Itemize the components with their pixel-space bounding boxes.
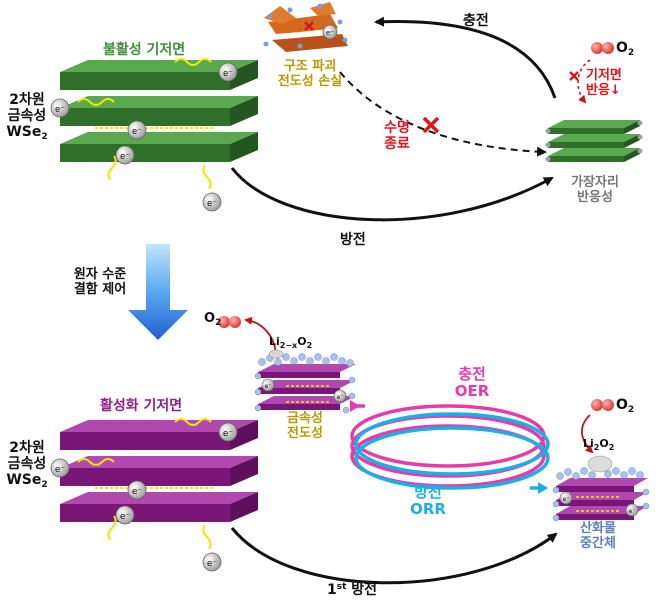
discharge-orr-label: 방전 ORR	[410, 483, 446, 519]
svg-text:e⁻: e⁻	[207, 198, 217, 208]
svg-text:e⁻: e⁻	[207, 559, 218, 569]
svg-text:e⁻: e⁻	[132, 487, 143, 497]
electron-ball: e⁻	[50, 98, 70, 118]
oxide-intermediate-stack: e⁻ e⁻	[552, 455, 650, 522]
oxide-intermediate-label: 산화물 중간체	[580, 521, 616, 551]
electron-ball: e⁻	[115, 145, 135, 165]
charge-arrow	[374, 16, 557, 99]
discharge-label-top: 방전	[340, 232, 366, 248]
o2-molecule-icon	[591, 42, 614, 54]
discharge-orr-loops	[354, 412, 550, 494]
svg-text:e⁻: e⁻	[337, 394, 344, 401]
charge-oer-label: 충전 OER	[454, 365, 490, 401]
first-discharge-arrow	[230, 527, 558, 585]
electron-ball: e⁻	[202, 192, 222, 212]
defect-control-arrow	[128, 244, 188, 340]
structure-collapse-label: 구조 파괴 전도성 손실	[277, 59, 343, 89]
svg-text:e⁻: e⁻	[55, 104, 65, 114]
inactive-basal-plane-label: 불활성 기저면	[103, 42, 186, 58]
wavy-electron-arrow	[107, 155, 117, 181]
discharge-arrow	[230, 167, 554, 222]
electron-ball: e⁻	[202, 552, 222, 572]
o2-label-bottom: O2	[204, 311, 222, 328]
o2-molecule-icon	[591, 399, 614, 411]
electron-ball: e⁻	[50, 458, 70, 478]
svg-text:e⁻: e⁻	[223, 68, 233, 78]
degradation-dashed-arrow	[339, 71, 547, 157]
metallic-conductive-stack: e⁻ e⁻	[254, 349, 356, 414]
wavy-electron-arrow	[77, 98, 115, 106]
svg-text:e⁻: e⁻	[265, 383, 272, 390]
wavy-electron-arrow	[174, 58, 212, 66]
charge-oer-loops	[350, 400, 546, 488]
purple-layer-bottom	[60, 492, 258, 522]
svg-text:e⁻: e⁻	[120, 512, 131, 522]
electron-ball: e⁻	[127, 480, 147, 500]
svg-text:e⁻: e⁻	[132, 126, 142, 136]
o2-molecule-icon	[218, 316, 241, 328]
electron-ball: e⁻	[115, 505, 135, 525]
inactive-wse2-stack	[60, 58, 258, 190]
o2-adsorb-arrow	[581, 414, 594, 454]
active-basal-plane-label: 활성화 기저면	[100, 398, 183, 414]
o2-approach-arrow	[577, 59, 591, 104]
green-layer-bottom	[60, 132, 258, 162]
edge-reactive-stack	[545, 120, 643, 162]
green-layer-top	[60, 60, 258, 90]
material-label-bottom: 2차원 금속성 WSe2	[6, 440, 48, 491]
first-discharge-label: 1st 방전	[327, 582, 378, 598]
edge-reactivity-label: 가장자리 반응성	[571, 175, 619, 205]
lifetime-end-label: 수명 종료	[384, 120, 410, 153]
svg-text:e⁻: e⁻	[120, 151, 130, 161]
purple-layer-top	[60, 420, 258, 450]
material-label-top: 2차원 금속성 WSe2	[6, 92, 48, 143]
svg-text:e⁻: e⁻	[629, 508, 636, 515]
svg-text:e⁻: e⁻	[223, 429, 234, 439]
li2xo2-label: Li2−xO2	[269, 335, 313, 350]
lifetime-end-x-icon	[422, 116, 440, 134]
basal-reaction-label: 기저면 반응↓	[586, 68, 622, 98]
charge-label-top: 충전	[463, 13, 489, 29]
svg-text:e⁻: e⁻	[55, 465, 66, 475]
destroyed-structure-icon: e⁻	[263, 2, 348, 52]
active-wse2-stack	[60, 418, 258, 550]
blocked-x-icon	[569, 71, 579, 81]
wavy-electron-arrow	[202, 164, 212, 190]
electron-ball: e⁻	[218, 422, 238, 442]
electron-ball: e⁻	[127, 120, 147, 140]
li2o2-label: Li2O2	[583, 437, 615, 452]
svg-text:e⁻: e⁻	[563, 496, 570, 503]
defect-control-label: 원자 수준 결함 제어	[73, 267, 127, 297]
metallic-conductivity-label: 금속성 전도성	[287, 411, 323, 441]
svg-text:e⁻: e⁻	[326, 29, 334, 37]
electron-ball: e⁻	[218, 62, 238, 82]
o2-label-right: O2	[616, 397, 635, 415]
o2-label-top: O2	[616, 40, 635, 58]
